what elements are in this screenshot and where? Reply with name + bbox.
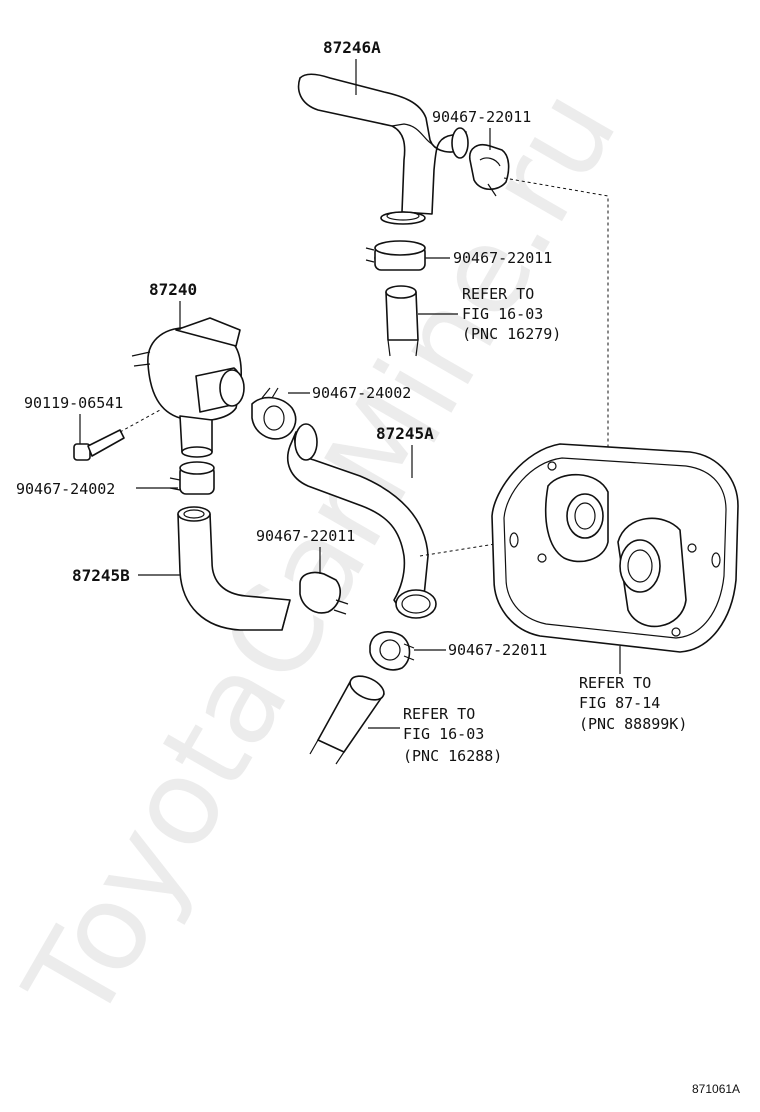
refer2-line3: (PNC 16288) xyxy=(403,747,502,765)
pipe-top xyxy=(385,285,419,357)
label-87240: 87240 xyxy=(149,280,197,299)
hose-87246a[interactable] xyxy=(297,73,469,225)
clamp-lower[interactable] xyxy=(369,631,415,671)
label-87245b: 87245B xyxy=(72,566,130,585)
pipe-lower xyxy=(309,675,385,765)
refer1-line3: (PNC 16279) xyxy=(462,325,561,343)
oil-cooler[interactable] xyxy=(491,443,739,653)
hose-87245a[interactable] xyxy=(286,423,437,619)
label-clamp-top-mid: 90467-22011 xyxy=(453,249,552,267)
pump-87240[interactable] xyxy=(131,317,245,458)
refer1-line2: FIG 16-03 xyxy=(462,305,543,323)
refer2-line2: FIG 16-03 xyxy=(403,725,484,743)
clamp-pump-right[interactable] xyxy=(251,387,297,440)
refer3-line1: REFER TO xyxy=(579,674,651,692)
clamp-top-mid[interactable] xyxy=(365,240,426,271)
bolt-90119[interactable] xyxy=(73,429,125,461)
label-87246a: 87246A xyxy=(323,38,381,57)
label-clamp-mid: 90467-22011 xyxy=(256,527,355,545)
refer1-line1: REFER TO xyxy=(462,285,534,303)
refer3-line2: FIG 87-14 xyxy=(579,694,660,712)
label-clamp-top-right: 90467-22011 xyxy=(432,108,531,126)
label-bolt-90119: 90119-06541 xyxy=(24,394,123,412)
clamp-top-right[interactable] xyxy=(468,144,510,197)
refer3-line3: (PNC 88899K) xyxy=(579,715,687,733)
label-clamp-pump-right: 90467-24002 xyxy=(312,384,411,402)
figure-code: 871061A xyxy=(692,1082,740,1096)
refer2-line1: REFER TO xyxy=(403,705,475,723)
clamp-mid[interactable] xyxy=(299,571,349,615)
hose-87245b[interactable] xyxy=(177,506,291,631)
clamp-pump-left[interactable] xyxy=(169,461,215,495)
label-clamp-pump-left: 90467-24002 xyxy=(16,480,115,498)
label-clamp-lower: 90467-22011 xyxy=(448,641,547,659)
label-87245a: 87245A xyxy=(376,424,434,443)
